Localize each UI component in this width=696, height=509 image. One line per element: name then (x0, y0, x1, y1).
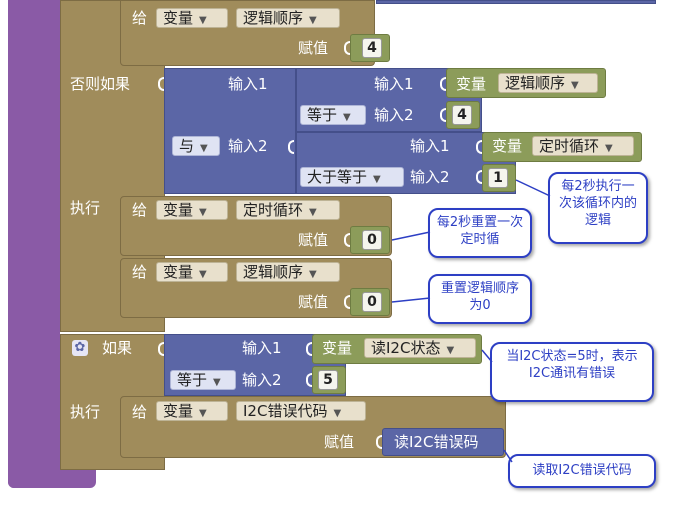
getter3-var-label: 变量 (322, 339, 353, 357)
socket-hook (158, 342, 164, 356)
socket-hook (306, 342, 312, 356)
equals1-value[interactable]: 4 (452, 105, 472, 125)
socket-hook (344, 233, 350, 247)
assign3-label: 赋值 (298, 293, 329, 311)
equals1-input1-label: 输入1 (374, 75, 414, 93)
socket-hook (344, 295, 350, 309)
if-input1-label: 输入1 (242, 339, 282, 357)
give4-var-dropdown[interactable]: 变量▼ (156, 401, 228, 421)
give1-label: 给 (132, 9, 148, 27)
and-input2-label: 输入2 (228, 137, 268, 155)
give1-var-dropdown[interactable]: 变量▼ (156, 8, 228, 28)
socket-hook (476, 170, 482, 184)
chevron-down-icon: ▼ (309, 15, 317, 26)
and-op-dropdown[interactable]: 与▼ (172, 136, 220, 156)
chevron-down-icon: ▼ (333, 408, 342, 419)
chevron-down-icon: ▼ (200, 143, 208, 154)
else-if-label: 否则如果 (70, 75, 131, 93)
assign2-label: 赋值 (298, 231, 329, 249)
exec1-label: 执行 (70, 199, 101, 217)
chevron-down-icon: ▼ (373, 174, 381, 185)
equals2-input2-label: 输入2 (242, 371, 282, 389)
socket-hook (476, 140, 482, 154)
and-input1-label: 输入1 (228, 75, 268, 93)
gte-op-dropdown[interactable]: 大于等于▼ (300, 167, 404, 187)
and-block[interactable] (164, 68, 296, 194)
read-i2c-error-block[interactable] (382, 428, 504, 456)
give3-var-dropdown[interactable]: 变量▼ (156, 262, 228, 282)
gte-value[interactable]: 1 (488, 168, 508, 188)
procedure-body (8, 0, 60, 488)
give3-label: 给 (132, 263, 148, 281)
give1-name-dropdown[interactable]: 逻辑顺序▼ (236, 8, 340, 28)
chevron-down-icon: ▼ (605, 143, 613, 154)
give2-var-dropdown[interactable]: 变量▼ (156, 200, 228, 220)
give4-label: 给 (132, 403, 148, 421)
gte-input2-label: 输入2 (410, 168, 450, 186)
gte-input1-label: 输入1 (410, 137, 450, 155)
socket-hook (306, 373, 312, 387)
gear-icon[interactable]: ✿ (72, 340, 88, 356)
if-label: 如果 (102, 339, 133, 357)
comment-bubble[interactable]: 重置逻辑顺序为0 (428, 274, 532, 324)
give2-name-dropdown[interactable]: 定时循环▼ (236, 200, 340, 220)
assign4-value: 读I2C错误码 (394, 433, 479, 451)
chevron-down-icon: ▼ (309, 207, 317, 218)
socket-hook (288, 140, 294, 154)
prev-block-fragment (376, 0, 656, 4)
chevron-down-icon: ▼ (309, 269, 317, 280)
chevron-down-icon: ▼ (199, 269, 207, 280)
getter3-name-dropdown[interactable]: 读I2C状态▼ (364, 338, 476, 358)
chevron-down-icon: ▼ (199, 15, 207, 26)
procedure-bottom (8, 470, 96, 488)
assign1-label: 赋值 (298, 39, 329, 57)
socket-hook (440, 108, 446, 122)
socket-hook (376, 435, 382, 449)
assign3-value[interactable]: 0 (362, 292, 382, 312)
chevron-down-icon: ▼ (199, 408, 207, 419)
chevron-down-icon: ▼ (571, 80, 579, 91)
chevron-down-icon: ▼ (446, 345, 455, 356)
give3-name-dropdown[interactable]: 逻辑顺序▼ (236, 262, 340, 282)
getter2-name-dropdown[interactable]: 定时循环▼ (532, 136, 634, 156)
socket-hook (344, 41, 350, 55)
assign2-value[interactable]: 0 (362, 230, 382, 250)
give4-name-dropdown[interactable]: I2C错误代码▼ (236, 401, 366, 421)
comment-bubble[interactable]: 每2秒执行一次该循环内的逻辑 (548, 172, 648, 244)
equals1-input2-label: 输入2 (374, 106, 414, 124)
exec2-label: 执行 (70, 403, 101, 421)
assign4-label: 赋值 (324, 433, 355, 451)
give2-label: 给 (132, 201, 148, 219)
chevron-down-icon: ▼ (213, 377, 221, 388)
equals2-op-dropdown[interactable]: 等于▼ (170, 370, 236, 390)
comment-bubble[interactable]: 每2秒重置一次定时循 (428, 208, 532, 258)
getter1-name-dropdown[interactable]: 逻辑顺序▼ (498, 73, 598, 93)
comment-bubble[interactable]: 当I2C状态=5时，表示I2C通讯有错误 (490, 342, 654, 402)
socket-hook (440, 77, 446, 91)
chevron-down-icon: ▼ (199, 207, 207, 218)
chevron-down-icon: ▼ (343, 112, 351, 123)
equals2-value[interactable]: 5 (318, 370, 338, 390)
equals1-op-dropdown[interactable]: 等于▼ (300, 105, 366, 125)
assign1-value[interactable]: 4 (362, 38, 382, 58)
getter1-var-label: 变量 (456, 75, 487, 93)
comment-bubble[interactable]: 读取I2C错误代码 (508, 454, 656, 488)
getter2-var-label: 变量 (492, 137, 523, 155)
socket-hook (158, 77, 164, 91)
